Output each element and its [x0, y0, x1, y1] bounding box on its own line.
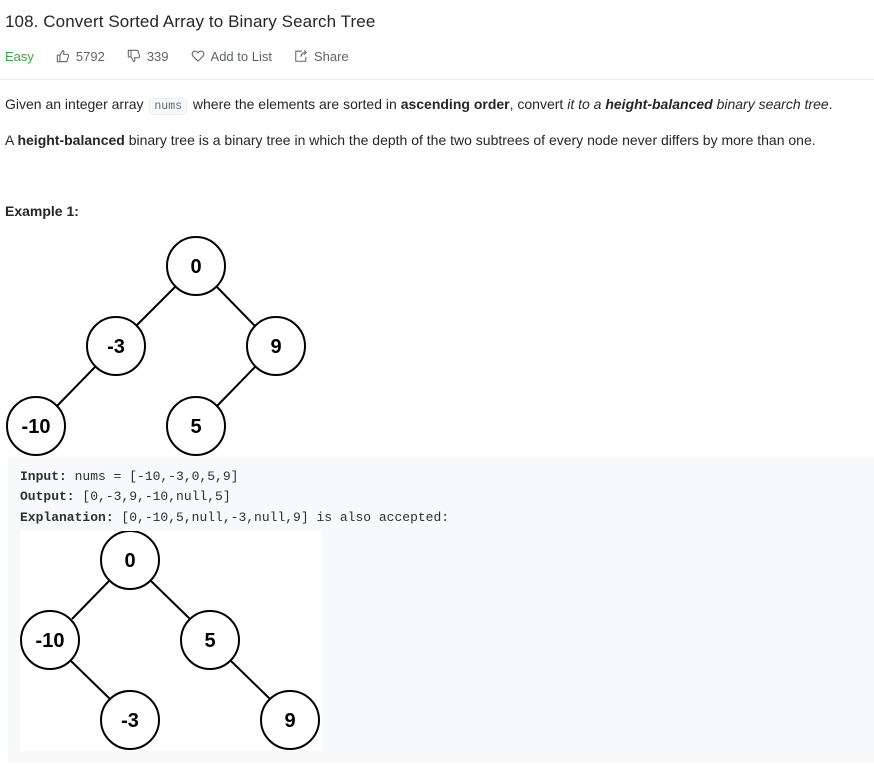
example-explanation-line: Explanation: [0,-10,5,null,-3,null,9] is…: [20, 510, 450, 525]
svg-text:0: 0: [190, 256, 201, 278]
example-output-line: Output: [0,-3,9,-10,null,5]: [20, 489, 231, 504]
tree-node: 9: [246, 316, 306, 376]
tree-node: 0: [166, 236, 226, 296]
description-paragraph-1: Given an integer array nums where the el…: [5, 96, 833, 115]
svg-text:-3: -3: [121, 710, 139, 732]
tree-node: -10: [6, 396, 66, 456]
inline-code-nums: nums: [149, 98, 188, 115]
tree-edge: [71, 580, 110, 620]
svg-text:5: 5: [204, 630, 215, 652]
problem-meta-bar: Easy 5792 339 Add to List: [5, 47, 349, 65]
svg-text:-10: -10: [22, 416, 51, 438]
tree-node: 5: [180, 610, 240, 670]
example-1-tree-image: 0 -3 9 -10 5: [6, 236, 306, 456]
difficulty-badge: Easy: [5, 48, 34, 64]
svg-text:9: 9: [284, 710, 295, 732]
svg-text:9: 9: [270, 336, 281, 358]
tree-edge: [150, 580, 191, 620]
like-button[interactable]: 5792: [56, 49, 105, 64]
share-label: Share: [313, 48, 349, 64]
tree-edge: [70, 660, 111, 700]
tree-node: -3: [100, 690, 160, 750]
add-to-list-label: Add to List: [210, 48, 272, 64]
svg-text:-10: -10: [36, 630, 65, 652]
tree-node: 5: [166, 396, 226, 456]
add-to-list-button[interactable]: Add to List: [191, 49, 272, 64]
dislike-count: 339: [146, 48, 169, 64]
tree-edge: [216, 366, 256, 407]
share-icon: [295, 49, 307, 62]
heart-icon: [191, 50, 204, 62]
tree-edge: [56, 366, 96, 407]
header-divider: [0, 79, 874, 80]
thumbs-down-icon: [127, 49, 140, 62]
example-input-line: Input: nums = [-10,-3,0,5,9]: [20, 469, 239, 484]
example-1-alt-tree-image: 0 -10 5 -3 9: [20, 531, 322, 751]
tree-node: -10: [20, 610, 80, 670]
svg-text:5: 5: [190, 416, 201, 438]
tree-edge: [230, 660, 271, 700]
tree-node: 9: [260, 690, 320, 750]
tree-edge: [216, 286, 256, 327]
tree-node: 0: [100, 531, 160, 590]
example-1-title: Example 1:: [5, 203, 79, 219]
share-button[interactable]: Share: [294, 49, 349, 64]
description-paragraph-2: A height-balanced binary tree is a binar…: [5, 132, 816, 148]
like-count: 5792: [75, 48, 105, 64]
alt-tree-svg: 0 -10 5 -3 9: [20, 531, 320, 750]
svg-text:-3: -3: [107, 336, 125, 358]
dislike-button[interactable]: 339: [127, 49, 169, 64]
tree-node: -3: [86, 316, 146, 376]
svg-text:0: 0: [124, 550, 135, 572]
problem-title: 108. Convert Sorted Array to Binary Sear…: [5, 12, 376, 31]
tree-edge: [135, 286, 176, 327]
thumbs-up-icon: [56, 50, 70, 63]
